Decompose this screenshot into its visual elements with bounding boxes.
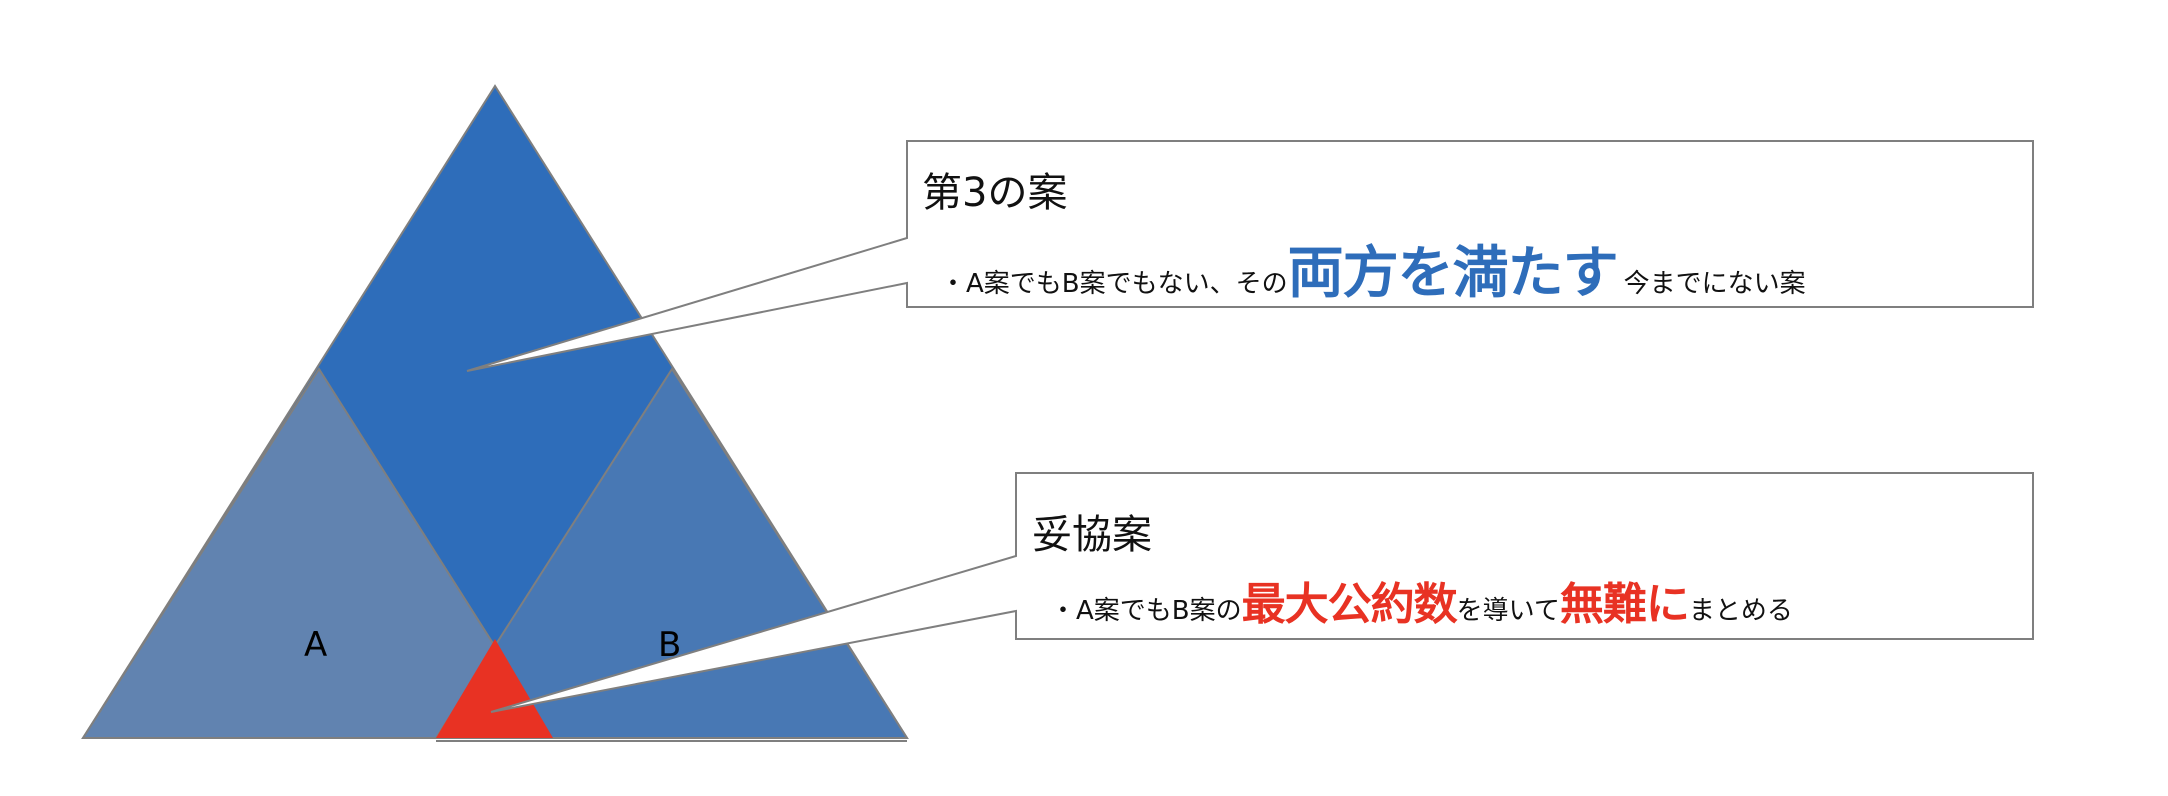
callout-third-shape xyxy=(466,140,2034,372)
callout-third-highlight: 両方を満たす xyxy=(1287,241,1619,306)
label-b: B xyxy=(658,625,682,665)
callout-compromise-middle: を導いて xyxy=(1456,596,1560,626)
callout-compromise-after: まとめる xyxy=(1688,596,1793,626)
callout-third-before: ・A案でもB案でもない、その xyxy=(940,269,1288,299)
callout-compromise-highlight2: 無難に xyxy=(1559,579,1690,630)
label-a: A xyxy=(304,625,328,665)
callout-third-title: 第3の案 xyxy=(922,170,1068,216)
overlap-triangle xyxy=(436,639,553,738)
callout-compromise-title: 妥協案 xyxy=(1032,512,1152,558)
callout-compromise-before: ・A案でもB案の xyxy=(1050,596,1242,626)
callout-compromise-text: ・A案でもB案の 最大公約数 を導いて 無難に まとめる xyxy=(1050,568,1793,632)
callout-third-text: ・A案でもB案でもない、その 両方を満たす 今までにない案 xyxy=(940,228,1806,309)
callout-third-after: 今までにない案 xyxy=(1623,269,1806,299)
triangle-a xyxy=(81,367,555,739)
callout-compromise-highlight1: 最大公約数 xyxy=(1241,579,1458,630)
callout-compromise-shape xyxy=(490,472,2034,713)
